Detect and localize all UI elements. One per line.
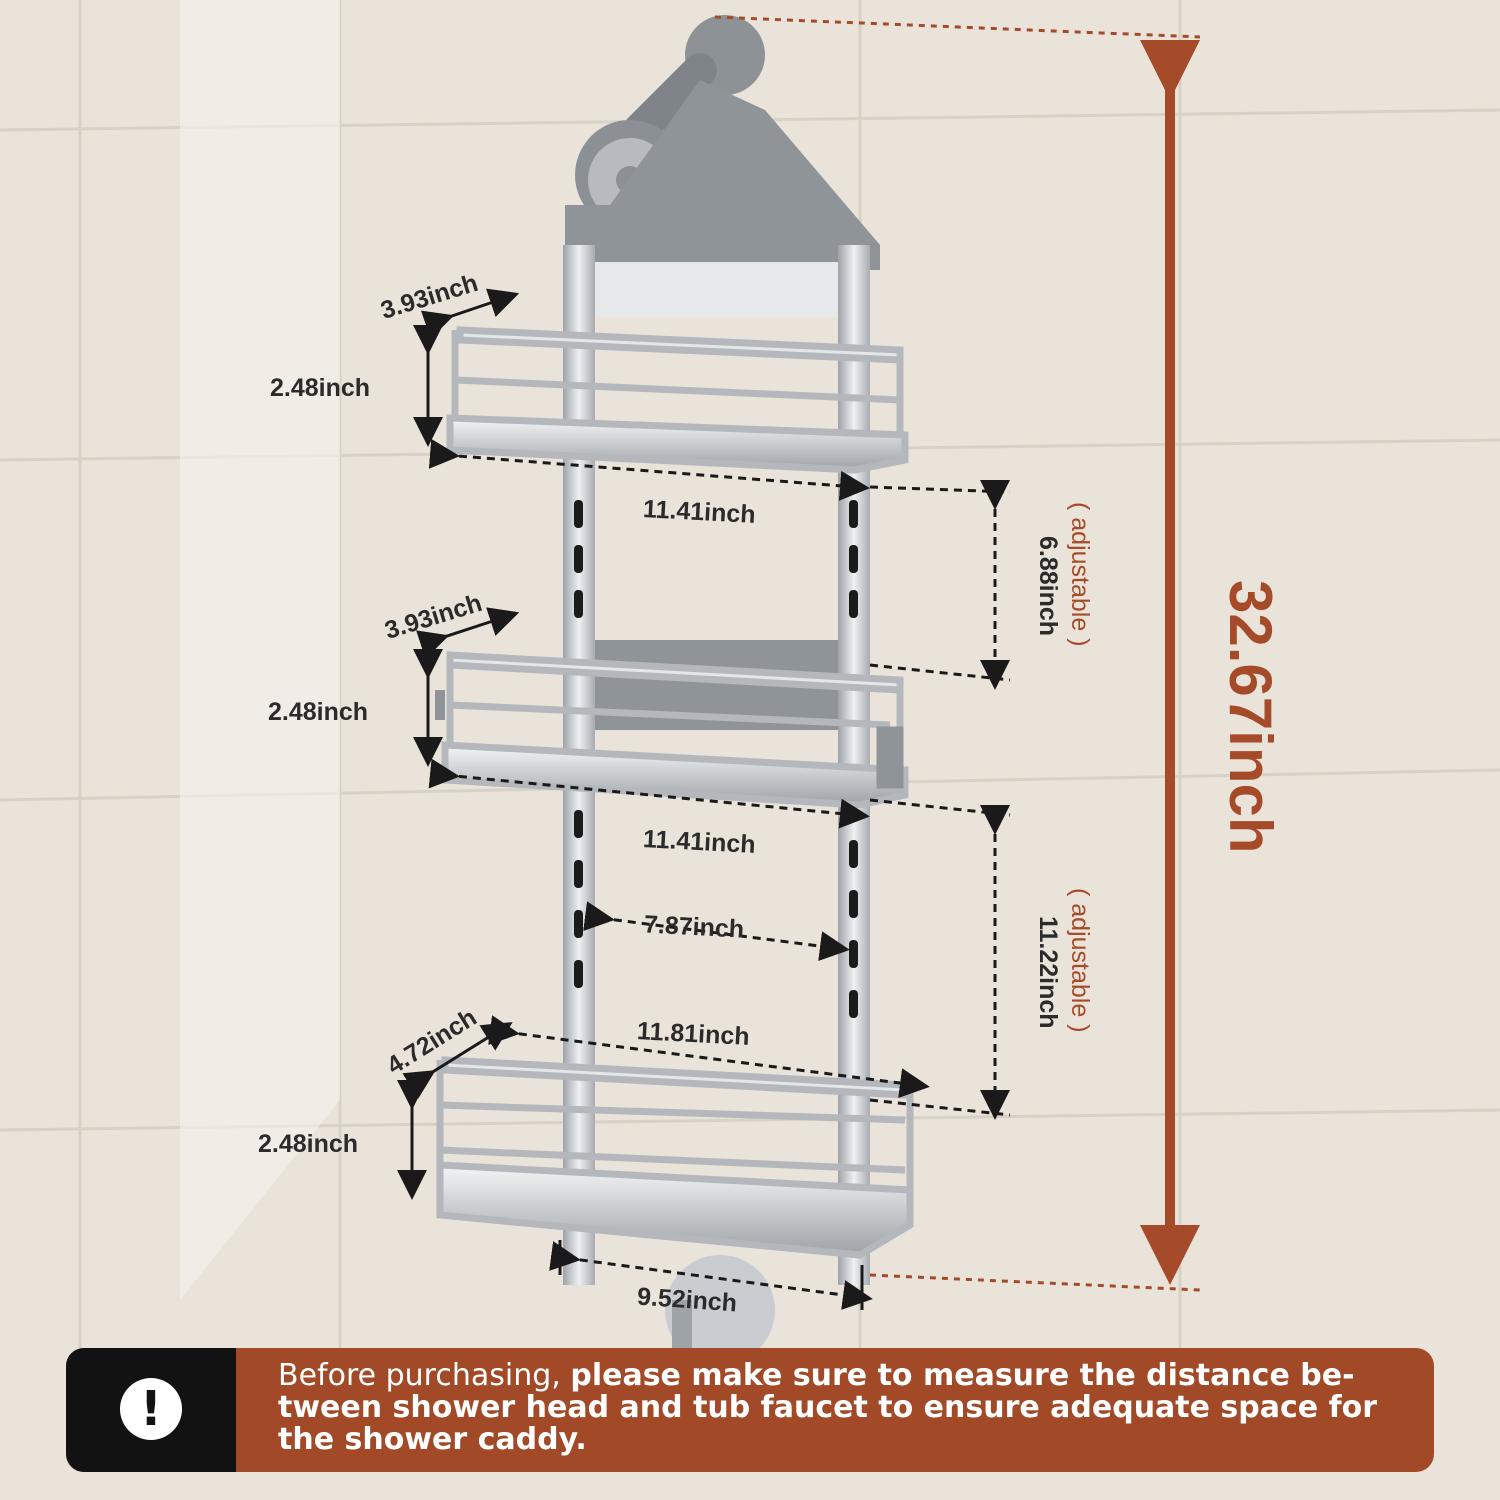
top-shelf-width-label: 11.41inch xyxy=(642,495,757,529)
middle-shelf-height-label: 2.48inch xyxy=(268,698,369,726)
notice-text: Before purchasing, please make sure to m… xyxy=(278,1360,1398,1456)
hanger-bracket xyxy=(565,80,880,270)
notice-icon-panel: ! xyxy=(66,1348,236,1472)
dimension-lines xyxy=(397,288,1011,1310)
bottom-gap-value-label: 11.22inch xyxy=(1034,916,1062,1029)
inner-width-label: 7.87inch xyxy=(643,910,745,944)
total-height-line xyxy=(714,15,1201,1292)
middle-shelf-width-label: 11.41inch xyxy=(642,825,757,859)
notice-banner: ! Before purchasing, please make sure to… xyxy=(66,1348,1434,1472)
notice-text-normal: Before purchasing, xyxy=(278,1358,571,1393)
bottom-shelf-height-label: 2.48inch xyxy=(258,1130,359,1158)
total-height-label: 32.67inch xyxy=(1217,580,1284,854)
bottom-shelf-width-label: 11.81inch xyxy=(636,1017,751,1051)
bottom-gap-adjustable-note: ( adjustable ) xyxy=(1066,888,1094,1033)
notice-text-bold: please make sure to measure the distance… xyxy=(278,1358,1378,1457)
top-gap-value-label: 6.88inch xyxy=(1034,536,1062,637)
top-shelf-height-label: 2.48inch xyxy=(270,374,371,402)
exclamation-icon: ! xyxy=(120,1378,182,1440)
top-gap-adjustable-note: ( adjustable ) xyxy=(1066,502,1094,647)
